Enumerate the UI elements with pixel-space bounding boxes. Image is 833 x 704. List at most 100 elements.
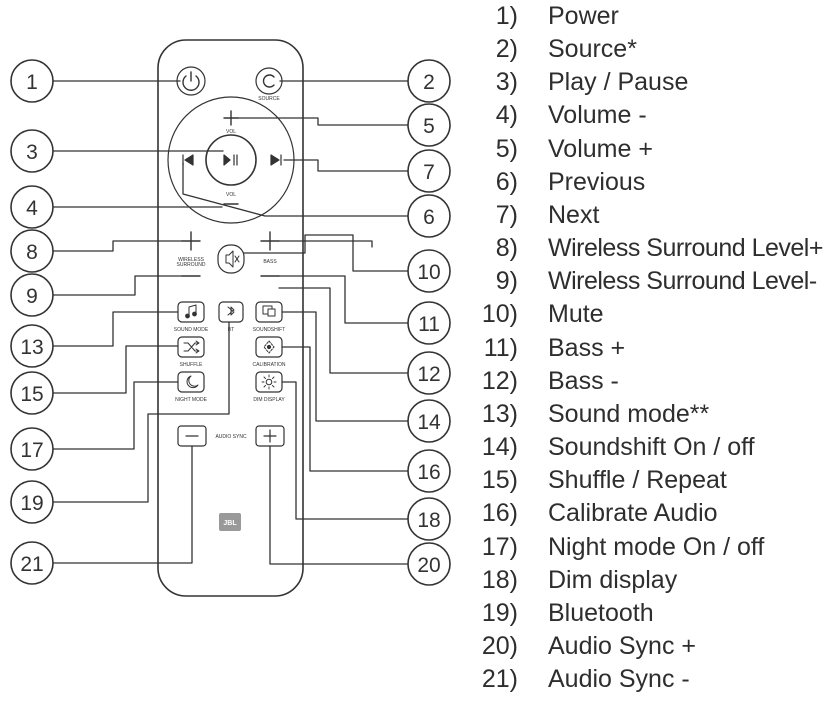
legend-item: 21) Audio Sync - [470, 663, 830, 696]
callout-18: 18 [417, 509, 440, 532]
remote-diagram: SOURCE VOL VOL WIRELESS SURROUND BASS SO… [10, 39, 451, 597]
legend-text: Bluetooth [548, 599, 654, 627]
legend-number: 14) [481, 433, 518, 461]
legend-text: Wireless Surround Level+ [548, 234, 823, 262]
leader-12 [278, 287, 409, 374]
wireless-surround-up-icon[interactable] [181, 231, 201, 251]
volume-up-icon[interactable] [223, 110, 239, 126]
legend-item: 1) Power [470, 0, 830, 33]
callout-19: 19 [20, 492, 43, 515]
audio-sync-down-button[interactable] [177, 425, 207, 447]
legend-item: 13)Sound mode** [470, 398, 830, 431]
callout-12: 12 [417, 363, 440, 386]
legend-item: 10) Mute [470, 298, 830, 331]
legend-item: 11) Bass + [470, 332, 830, 365]
legend-text: Audio Sync - [548, 665, 690, 693]
callout-4: 4 [26, 197, 38, 220]
legend-number: 18) [481, 566, 518, 594]
legend-number: 20) [481, 632, 518, 660]
legend-item: 16) Calibrate Audio [470, 497, 830, 530]
legend-text: Shuffle / Repeat [548, 466, 727, 494]
legend-item: 4)Volume - [470, 99, 830, 132]
legend-item: 5)Volume + [470, 133, 830, 166]
night-mode-label: NIGHT MODE [175, 397, 208, 403]
dim-display-label: DIM DISPLAY [253, 397, 285, 403]
legend-item: 8) Wireless Surround Level+ [470, 232, 830, 265]
legend-text: Sound mode** [548, 400, 710, 428]
play-pause-button[interactable] [205, 134, 257, 186]
legend-number: 6) [495, 168, 518, 196]
source-label: SOURCE [258, 96, 280, 102]
callout-5: 5 [423, 115, 435, 138]
legend-item: 12)Bass - [470, 365, 830, 398]
source-button[interactable] [255, 67, 283, 95]
legend-text: Dim display [548, 566, 678, 594]
callout-10: 10 [417, 261, 440, 284]
shuffle-button[interactable] [177, 336, 205, 358]
legend-item: 9) Wireless Surround Level- [470, 265, 830, 298]
legend-text: Mute [548, 300, 604, 328]
legend-text: Power [548, 2, 619, 30]
legend-number: 2) [495, 35, 518, 63]
power-button[interactable] [176, 66, 206, 96]
sound-mode-button[interactable] [177, 301, 205, 323]
bass-up-icon[interactable] [260, 231, 280, 251]
vol-label-bottom: VOL [226, 192, 236, 198]
legend-number: 19) [481, 599, 518, 627]
legend-number: 11) [483, 334, 518, 362]
next-icon[interactable] [270, 154, 282, 166]
legend-number: 7) [495, 201, 518, 229]
audio-sync-label: AUDIO SYNC [215, 434, 247, 440]
night-mode-button[interactable] [177, 371, 205, 393]
callout-16: 16 [417, 461, 440, 484]
callout-20: 20 [417, 554, 440, 577]
legend-number: 1) [495, 2, 518, 30]
calibration-button[interactable] [255, 336, 283, 358]
legend-text: Volume + [548, 135, 653, 163]
legend-number: 16) [481, 499, 518, 527]
legend-item: 19) Bluetooth [470, 597, 830, 630]
legend-text: Previous [548, 168, 646, 196]
callout-1: 1 [26, 71, 38, 94]
legend-item: 14)Soundshift On / off [470, 431, 830, 464]
audio-sync-up-button[interactable] [255, 425, 285, 447]
leader-lines [52, 80, 409, 565]
legend-item: 18) Dim display [470, 564, 830, 597]
legend-number: 3) [495, 68, 518, 96]
callout-11: 11 [418, 313, 440, 336]
legend-number: 21) [481, 665, 518, 693]
previous-icon[interactable] [182, 154, 194, 166]
callout-2: 2 [423, 71, 435, 94]
legend-item: 3) Play / Pause [470, 66, 830, 99]
mute-button[interactable] [217, 244, 245, 274]
dim-display-button[interactable] [255, 371, 283, 393]
brand-label: JBL [223, 520, 237, 527]
legend-number: 10) [481, 300, 518, 328]
legend-text: Source* [548, 35, 637, 63]
soundshift-button[interactable] [255, 301, 283, 323]
callout-8: 8 [26, 241, 38, 264]
legend-number: 9) [495, 267, 518, 295]
legend-number: 12) [481, 367, 518, 395]
legend-text: Calibrate Audio [548, 499, 718, 527]
legend-number: 4) [495, 101, 518, 129]
bt-label: BT [228, 327, 234, 333]
bass-label: BASS [263, 259, 277, 265]
legend-text: Wireless Surround Level- [548, 267, 817, 295]
legend-text: Bass + [548, 334, 626, 362]
callout-15: 15 [20, 383, 43, 406]
legend-item: 2) Source* [470, 33, 830, 66]
callout-14: 14 [417, 411, 441, 434]
wireless-label-2: SURROUND [177, 262, 206, 268]
legend-item: 6) Previous [470, 166, 830, 199]
legend-number: 8) [495, 234, 518, 262]
callout-3: 3 [26, 141, 38, 164]
vol-label-top: VOL [226, 129, 236, 135]
legend-text: Play / Pause [548, 68, 689, 96]
bluetooth-button[interactable] [218, 301, 244, 323]
legend-number: 15) [481, 466, 518, 494]
callout-17: 17 [20, 439, 43, 462]
callout-9: 9 [26, 285, 38, 308]
callout-numbers: 1 2 3 4 5 6 7 8 9 10 11 12 13 14 15 16 1… [20, 71, 441, 577]
callout-circles [10, 59, 451, 586]
